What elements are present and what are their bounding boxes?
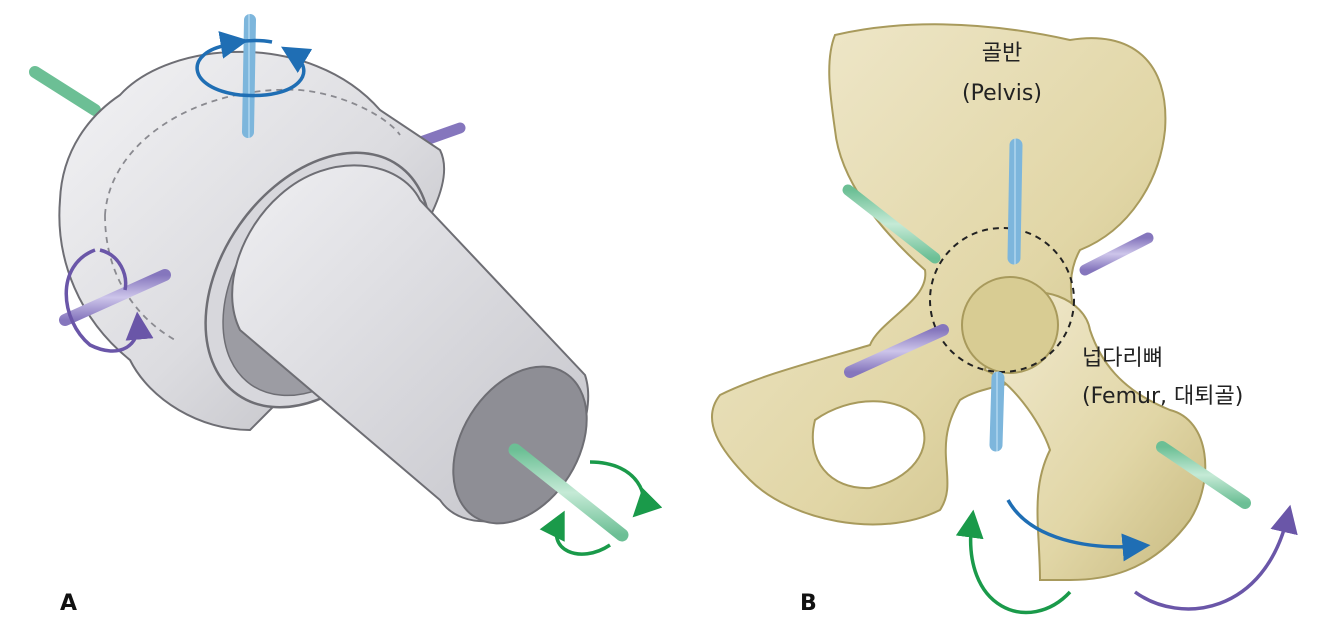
panel-a-letter: A (60, 591, 77, 616)
transverse-axis-rod-back-b (1079, 232, 1154, 276)
femoral-head (961, 276, 1059, 374)
longitudinal-axis-rod-back (29, 66, 101, 116)
vertical-axis-rod-top (242, 14, 256, 138)
blue-rotation-arrow-icon (195, 43, 313, 98)
femur-label-ko: 넙다리뼈 (1082, 346, 1163, 371)
pelvis-label-ko: 골반 (982, 41, 1022, 66)
green-flexion-arrow-icon (955, 509, 1072, 615)
panel-a: A (29, 14, 663, 616)
femur-label-en: (Femur, 대퇴골) (1082, 384, 1243, 409)
vertical-axis-rod-b-lower (989, 371, 1005, 452)
longitudinal-axis-rod-front (508, 443, 629, 542)
purple-abduction-arrow-icon (1133, 504, 1298, 611)
pelvis-bone (710, 23, 1167, 526)
joint-outline-dashed (929, 227, 1075, 373)
obturator-foramen (811, 400, 926, 490)
purple-rotation-arrow-icon (64, 248, 154, 353)
transverse-axis-rod-front (59, 269, 171, 326)
hidden-outline (104, 88, 401, 216)
blue-rotation-arrow-tail-icon (218, 31, 273, 59)
blue-rotation-arrow-b-icon (1006, 499, 1151, 562)
longitudinal-axis-rod-pelvis (842, 184, 941, 264)
transverse-axis-rod-front-b (844, 324, 949, 378)
green-rotation-arrow-lower-icon (539, 510, 611, 556)
panel-b: 골반 (Pelvis) 넙다리뼈 (Femur, 대퇴골) B (710, 23, 1298, 616)
purple-rotation-arrow-top-icon (99, 248, 128, 291)
green-rotation-arrow-icon (589, 460, 663, 518)
vertical-axis-rod-b (1007, 138, 1023, 265)
pelvis-label-en: (Pelvis) (962, 81, 1042, 106)
longitudinal-axis-rod-femur (1156, 441, 1251, 509)
hidden-outline-lower (104, 214, 176, 341)
femur-bone (983, 291, 1207, 581)
panel-b-letter: B (800, 591, 817, 616)
